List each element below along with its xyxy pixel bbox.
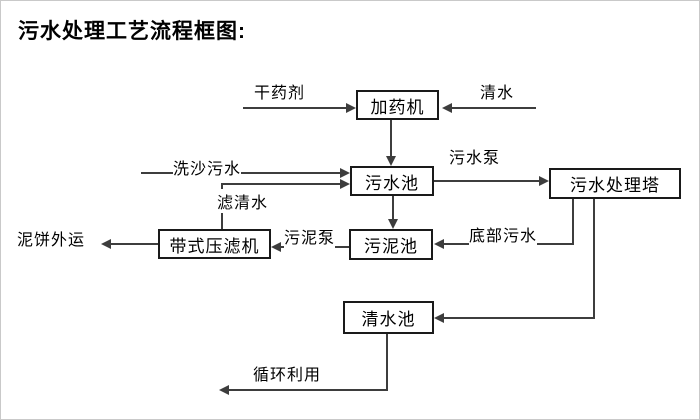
arrowhead-right-icon [340,168,350,178]
node-sewage-treatment-tower-label: 污水处理塔 [570,176,660,195]
arrowhead-left-icon [442,103,452,113]
edge-mud-cake-line [111,243,158,245]
edge-label-filtered-water: 滤清水 [217,189,269,213]
edge-label-clean-water: 清水 [480,79,515,103]
arrowhead-left-icon [101,239,111,249]
node-sewage-pool: 污水池 [350,166,434,196]
edge-bottom-sewage-vline [572,199,574,245]
arrowhead-right-icon [539,176,549,186]
node-sludge-pool: 污泥池 [349,229,433,260]
arrowhead-down-icon [386,156,396,166]
node-belt-filter-press-label: 带式压滤机 [169,236,260,256]
edge-filtered-water-line [221,183,341,185]
edge-dosing-to-sewage-line [390,120,392,158]
edge-recycle-vline [386,334,388,391]
edge-tower-to-clean-vline [593,199,595,319]
node-clean-water-pool: 清水池 [343,301,434,334]
edge-label-bottom-sewage: 底部污水 [469,222,538,246]
arrowhead-left-icon [434,313,444,323]
edge-label-sand-washing-sewage: 洗沙污水 [173,155,242,179]
arrowhead-left-icon [434,239,444,249]
node-sewage-pool-label: 污水池 [365,173,419,193]
arrowhead-left-icon [219,385,229,395]
edge-recycle-line [228,389,388,391]
edge-clean-water-line [451,107,536,109]
edge-dry-chemical-line [243,107,349,109]
edge-label-dry-chemical: 干药剂 [254,79,306,103]
edge-label-mud-cake-out: 泥饼外运 [17,226,86,250]
diagram-title: 污水处理工艺流程框图: [18,20,246,43]
edge-tower-to-clean-line [443,317,595,319]
node-dosing-machine: 加药机 [356,90,439,120]
edge-label-recycle: 循环利用 [253,361,322,385]
arrowhead-left-icon [271,242,281,252]
arrowhead-down-icon [388,219,398,229]
edge-sewage-to-sludge-line [392,196,394,220]
node-belt-filter-press: 带式压滤机 [158,229,271,259]
edge-sewage-pump-line [434,180,540,182]
arrowhead-right-icon [340,179,350,189]
node-dosing-machine-label: 加药机 [370,97,425,117]
edge-label-sewage-pump: 污水泵 [449,144,501,168]
node-sewage-treatment-tower: 污水处理塔 [549,168,681,199]
edge-label-sludge-pump: 污泥泵 [284,224,336,248]
arrowhead-right-icon [346,103,356,113]
node-clean-water-pool-label: 清水池 [361,310,416,329]
node-sludge-pool-label: 污泥池 [364,237,418,256]
